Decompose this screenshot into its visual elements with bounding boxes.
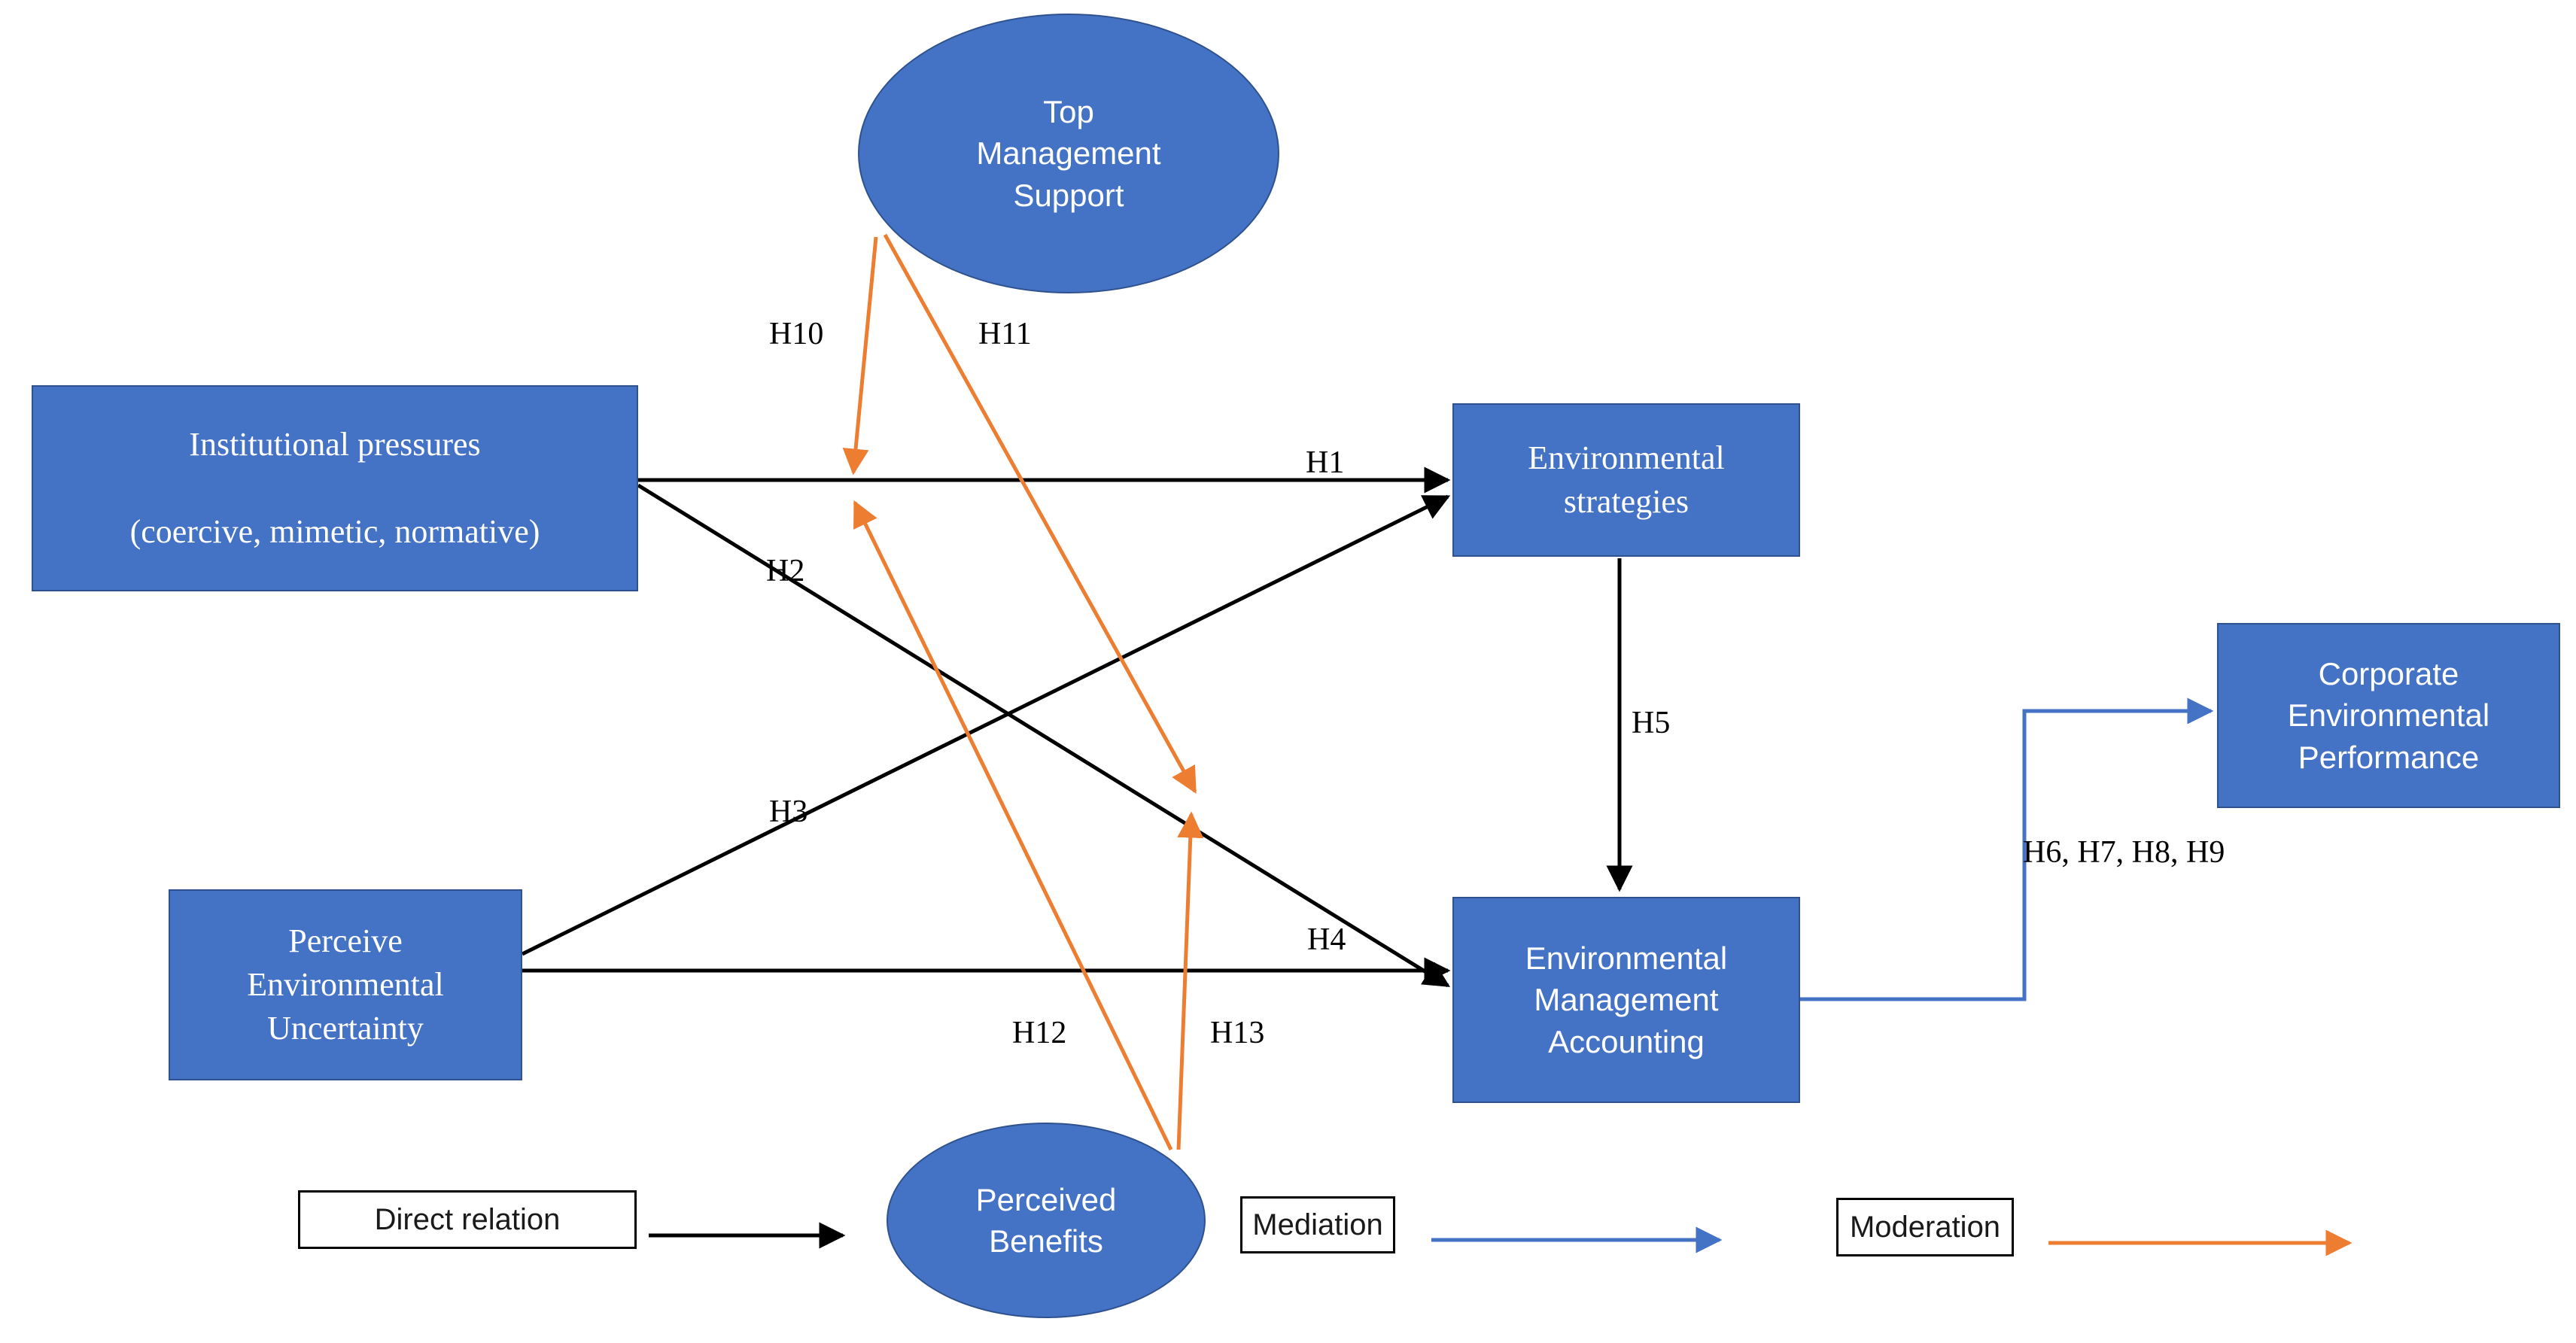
edge-h11-moderation — [883, 233, 1197, 795]
label-h11: H11 — [978, 317, 1032, 351]
node-environmental-management-accounting[interactable]: Environmental Management Accounting — [1452, 897, 1800, 1103]
legend-moderation-label: Moderation — [1849, 1210, 2001, 1244]
edge-h10-moderation — [842, 236, 878, 476]
node-label-top-management-support: Top Management Support — [976, 93, 1161, 213]
node-perceive-environmental-uncertainty[interactable]: Perceive Environmental Uncertainty — [169, 889, 522, 1080]
node-environmental-strategies[interactable]: Environmental strategies — [1452, 403, 1800, 557]
legend-direct-relation: Direct relation — [298, 1190, 637, 1249]
node-corporate-environmental-performance[interactable]: Corporate Environmental Performance — [2217, 623, 2560, 808]
node-top-management-support[interactable]: Top Management Support — [858, 14, 1279, 293]
edge-h12-moderation — [853, 500, 1173, 1151]
label-h13: H13 — [1210, 1016, 1265, 1050]
edge-h13-moderation — [1176, 811, 1204, 1150]
node-label-perceived-benefits: Perceived Benefits — [975, 1181, 1117, 1259]
node-perceived-benefits[interactable]: Perceived Benefits — [887, 1123, 1206, 1318]
node-label-environmental-strategies: Environmental strategies — [1528, 439, 1725, 520]
label-h3: H3 — [769, 795, 808, 829]
label-h2: H2 — [766, 554, 805, 588]
label-h5: H5 — [1632, 706, 1671, 740]
label-h1: H1 — [1306, 445, 1345, 480]
node-institutional-pressures[interactable]: Institutional pressures (coercive, mimet… — [32, 385, 638, 591]
label-h12: H12 — [1012, 1016, 1067, 1050]
node-label-institutional-pressures: Institutional pressures (coercive, mimet… — [129, 425, 540, 551]
node-label-corporate-environmental-performance: Corporate Environmental Performance — [2287, 655, 2490, 775]
edge-h3 — [521, 494, 1451, 956]
node-label-perceive-environmental-uncertainty: Perceive Environmental Uncertainty — [247, 922, 444, 1047]
node-label-environmental-management-accounting: Environmental Management Accounting — [1525, 940, 1728, 1059]
legend-mediation-label: Mediation — [1252, 1208, 1383, 1241]
edge-h2 — [637, 483, 1450, 988]
label-h10: H10 — [769, 317, 824, 351]
legend-mediation: Mediation — [1240, 1196, 1395, 1253]
legend-direct-relation-label: Direct relation — [374, 1202, 561, 1236]
label-h6-h9: H6, H7, H8, H9 — [2023, 835, 2225, 870]
label-h4: H4 — [1307, 922, 1346, 957]
legend-moderation: Moderation — [1836, 1198, 2014, 1256]
